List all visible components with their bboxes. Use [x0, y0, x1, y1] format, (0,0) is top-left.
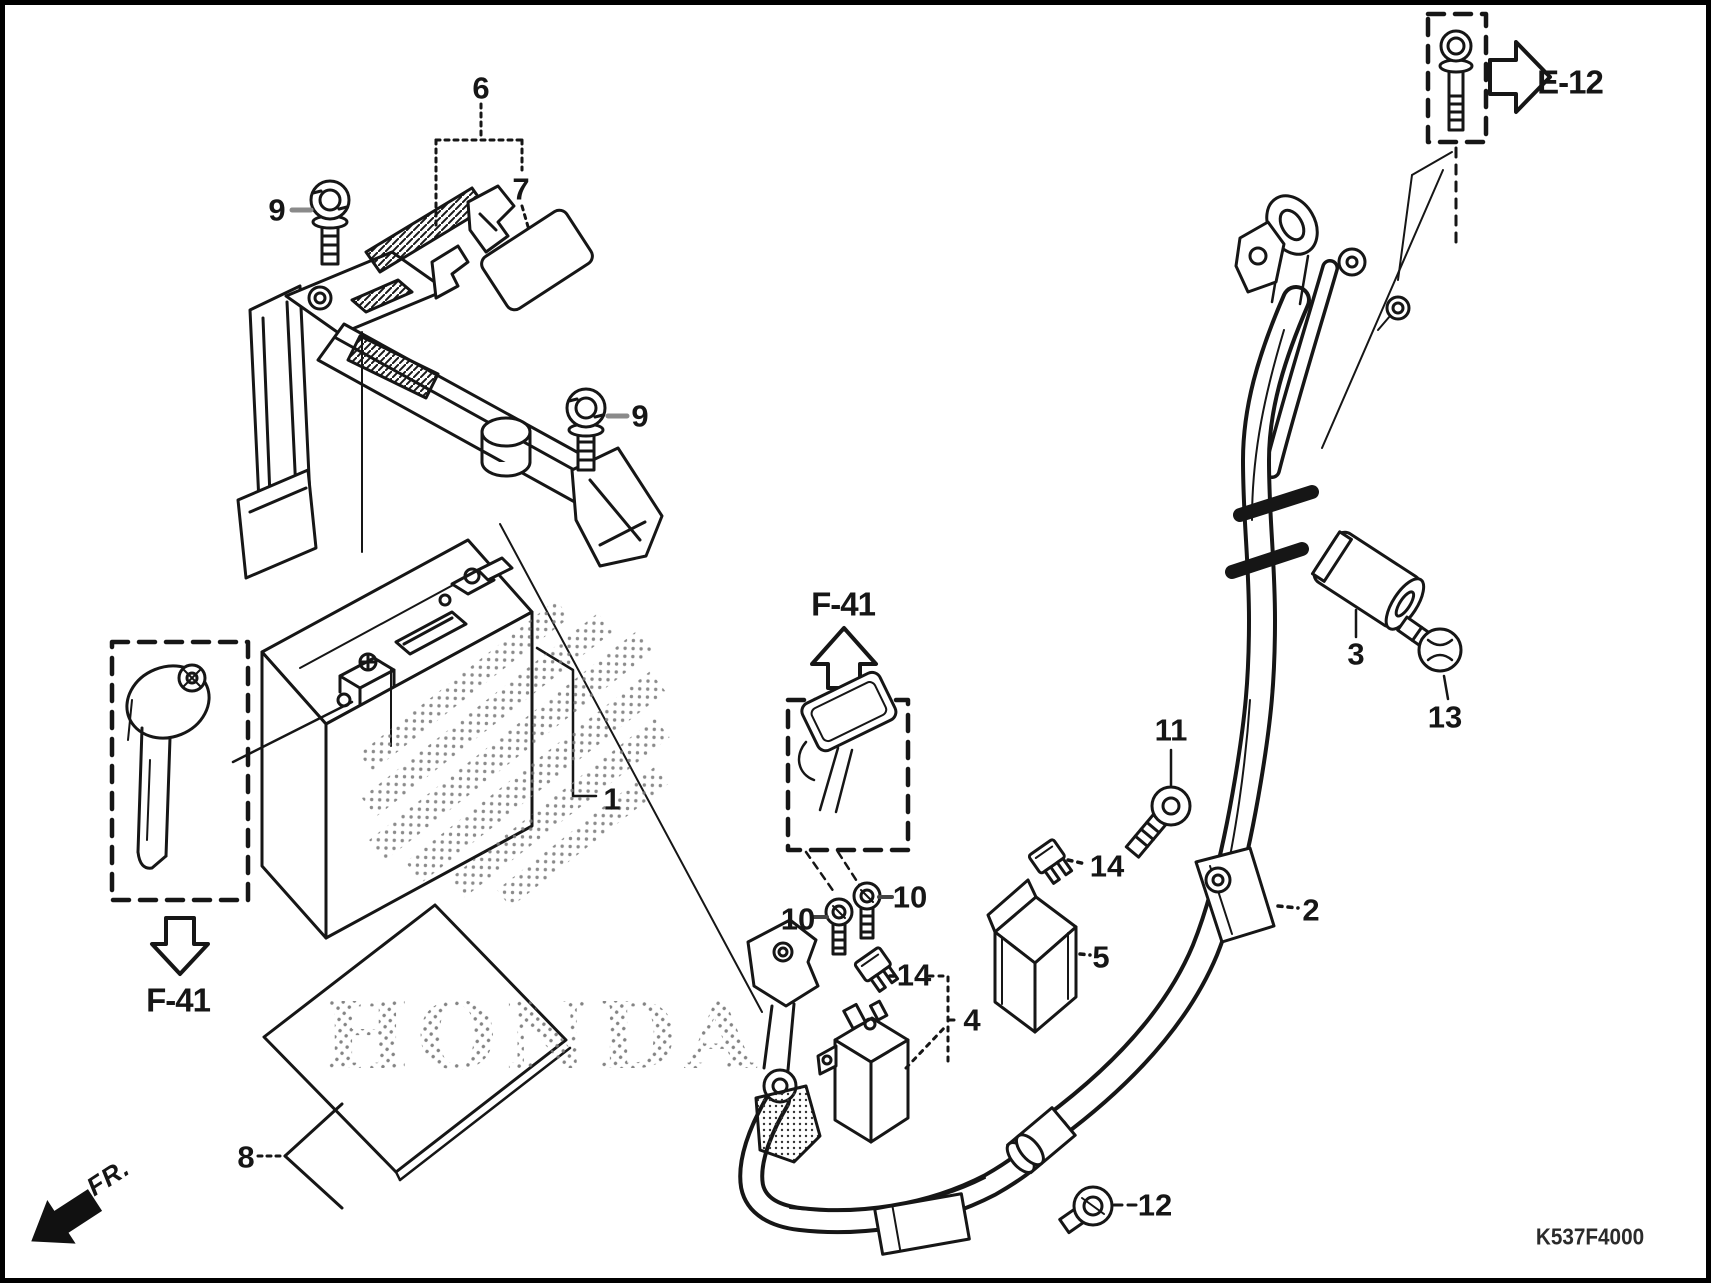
callout-battery: 1	[603, 781, 621, 817]
fuse-b-illustration	[853, 946, 900, 993]
ref-f41-center: F-41	[811, 585, 876, 623]
terminal-bolt-b-illustration	[852, 881, 882, 940]
battery-pad-illustration	[480, 208, 594, 312]
battery-cable-illustration	[738, 151, 1453, 1256]
callout-terminal-bolt-b: 10	[892, 879, 928, 915]
honda-text-watermark: HONDA	[322, 982, 764, 1090]
callout-tray-bolt-a: 9	[268, 192, 286, 228]
callout-terminal-bolt-a: 10	[780, 901, 816, 937]
terminal-cover-left-illustration	[109, 639, 354, 976]
callout-starter-relay: 4	[963, 1002, 981, 1038]
terminal-cover-center-illustration	[785, 626, 911, 894]
ref-f41-left: F-41	[146, 981, 211, 1019]
callout-fuse-b: 14	[896, 957, 932, 993]
callout-ground-bolt: 12	[1137, 1187, 1173, 1223]
e12-bolt-illustration	[1321, 11, 1552, 449]
ring-terminal-bolt-illustration	[1124, 785, 1192, 859]
callout-tray-bolt-b: 9	[631, 398, 649, 434]
tray-bolt-a-illustration	[309, 179, 351, 266]
tray-bolt-b-illustration	[565, 387, 607, 472]
terminal-boot-illustration	[1310, 530, 1426, 631]
drawing-code: K537F4000	[1535, 1223, 1645, 1250]
callout-battery-mat: 8	[237, 1139, 255, 1175]
callout-ring-terminal-bolt: 11	[1154, 712, 1188, 748]
callout-fuse-case: 5	[1092, 939, 1110, 975]
cover-bolt-illustration	[1396, 615, 1463, 673]
front-direction-arrow	[31, 1189, 103, 1244]
callout-terminal-boot: 3	[1347, 636, 1365, 672]
callout-cover-bolt: 13	[1427, 699, 1463, 735]
terminal-bolt-a-illustration	[824, 897, 854, 956]
cable-clamp-illustration	[1194, 846, 1276, 944]
fuse-case-illustration	[986, 878, 1078, 1034]
callout-battery-band: 6	[472, 70, 490, 106]
battery-tray-illustration	[236, 250, 664, 580]
callout-battery-pad: 7	[512, 171, 530, 207]
ground-bolt-illustration	[1058, 1185, 1114, 1235]
fuse-a-illustration	[1027, 838, 1074, 885]
callout-cable-clamp: 2	[1302, 892, 1320, 928]
honda-wing-watermark	[359, 600, 670, 908]
battery-band-illustration	[364, 184, 516, 300]
callout-fuse-a: 14	[1089, 848, 1125, 884]
starter-relay-illustration	[816, 999, 910, 1144]
ref-e12: E-12	[1537, 63, 1604, 101]
